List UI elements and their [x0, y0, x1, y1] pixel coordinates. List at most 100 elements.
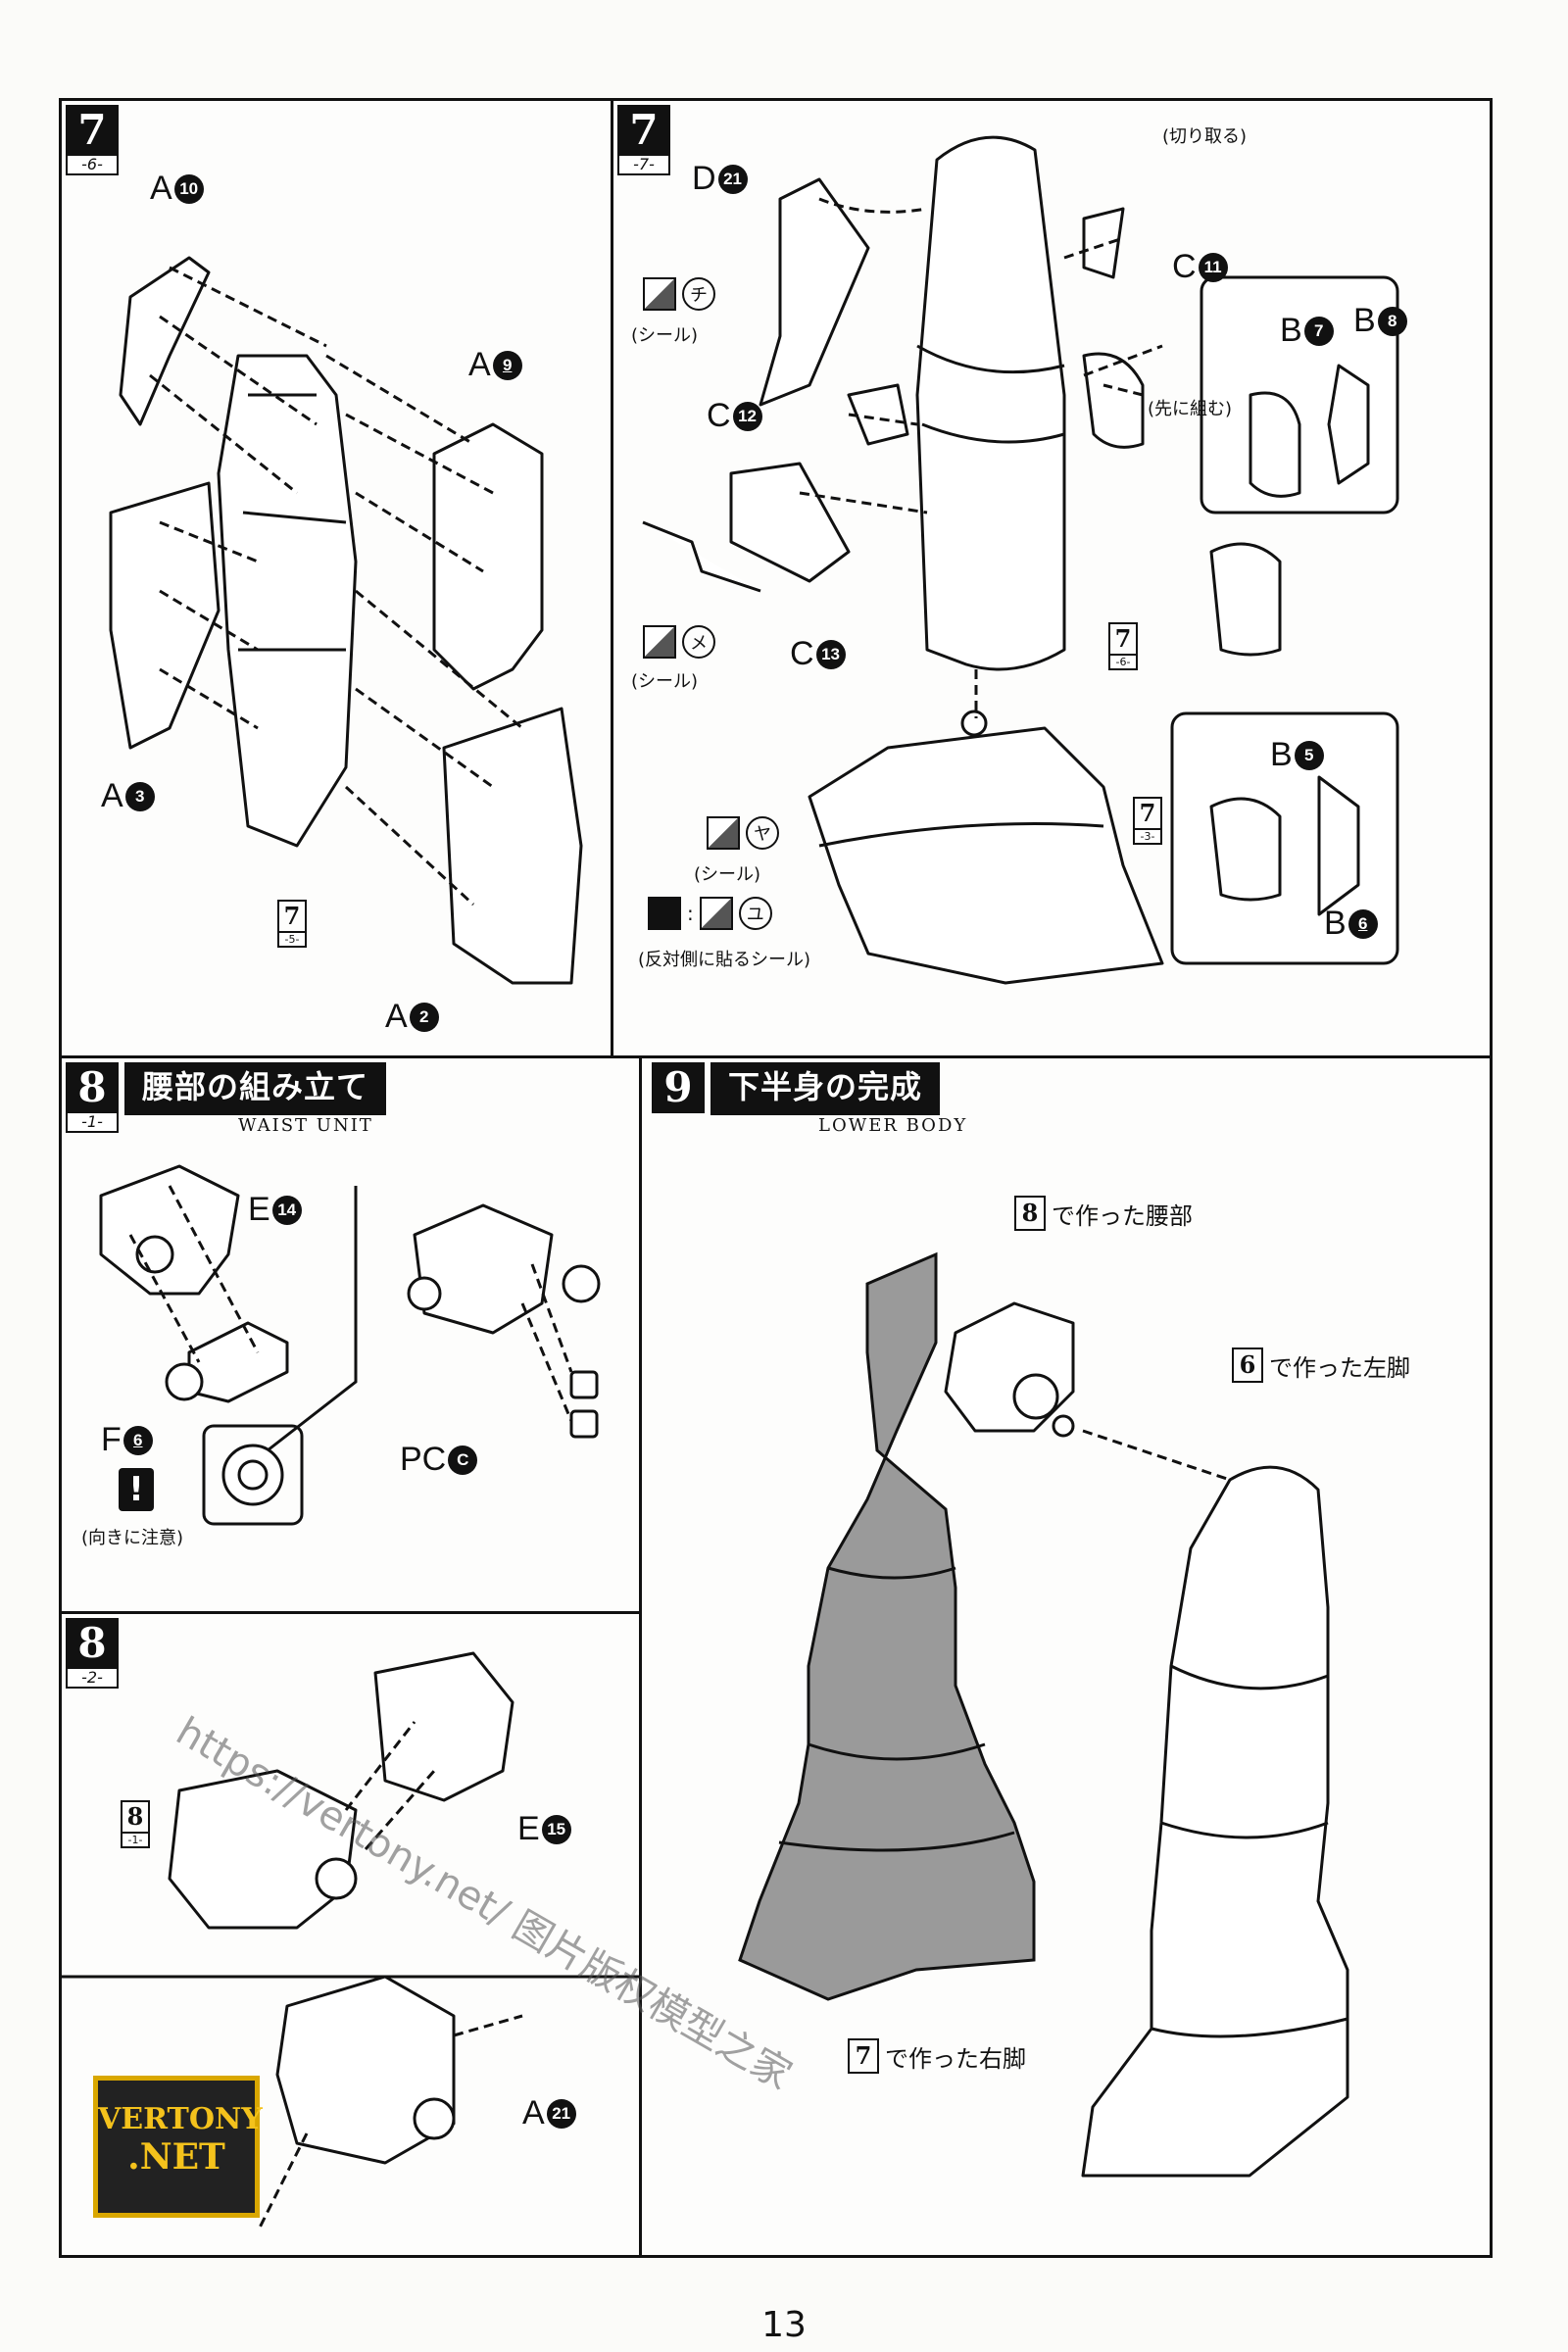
step-sub: -2-	[66, 1669, 119, 1689]
ref-sub: -6-	[1108, 656, 1138, 670]
part-letter: B	[1353, 302, 1376, 339]
part-label-b7: B 7	[1280, 312, 1334, 350]
ref-text: で作った左脚	[1269, 1353, 1410, 1382]
step-8-1-diagram	[99, 1164, 601, 1526]
part-label-e14: E 14	[248, 1191, 302, 1229]
part-number: 8	[1377, 306, 1407, 336]
sticker-icon	[707, 816, 740, 850]
part-label-d21: D 21	[692, 160, 748, 198]
step-ref-7-6: 7 -6-	[1108, 622, 1138, 670]
part-label-b8: B 8	[1353, 302, 1407, 340]
sticker-code: メ	[682, 625, 715, 659]
seal-note: (シール)	[694, 864, 761, 885]
step-num: 9	[652, 1062, 705, 1113]
double-arrow-icon	[648, 897, 681, 930]
logo-line-1: VERTONY	[98, 2102, 263, 2136]
part-label-a21: A 21	[522, 2094, 576, 2132]
step-number: 8 -1-	[66, 1062, 119, 1133]
part-number: 21	[717, 164, 748, 194]
part-letter: A	[522, 2094, 545, 2132]
step-number: 8 -2-	[66, 1618, 119, 1689]
sticker-code: ヤ	[746, 816, 779, 850]
step-title: 下半身の完成	[710, 1062, 941, 1115]
part-number: 11	[1198, 252, 1228, 282]
sticker-ya: ヤ	[707, 816, 779, 850]
step-9-diagram	[738, 1251, 1349, 2178]
ref-num: 7	[277, 900, 307, 933]
part-letter: E	[517, 1810, 540, 1847]
seal-note: (シール)	[631, 325, 699, 346]
part-label-c11: C 11	[1172, 248, 1228, 286]
part-label-pc-c: PC C	[400, 1441, 478, 1479]
ref-box: 8	[1014, 1196, 1046, 1231]
part-label-b6: B 6	[1324, 905, 1378, 943]
right-leg-ref: 7 で作った右脚	[848, 2038, 1026, 2074]
ref-text: で作った右脚	[885, 2044, 1026, 2073]
sticker-code: チ	[682, 277, 715, 311]
page-number: 13	[761, 2305, 807, 2345]
part-label-f6: F 6	[101, 1421, 153, 1459]
part-label-c13: C 13	[790, 635, 846, 673]
step-subtitle: WAIST UNIT	[238, 1115, 373, 1136]
part-number: 12	[732, 401, 762, 431]
step-number: 9	[652, 1062, 705, 1113]
seal-note: (シール)	[631, 671, 699, 692]
part-letter: C	[790, 635, 814, 672]
part-letter: A	[468, 346, 491, 383]
part-letter: C	[1172, 248, 1197, 285]
colon-separator: :	[687, 902, 694, 925]
part-letter: A	[385, 998, 408, 1035]
part-label-b5: B 5	[1270, 736, 1324, 774]
part-number: 6	[122, 1425, 153, 1455]
sticker-icon	[643, 625, 676, 659]
vertony-logo: VERTONY .NET	[93, 2076, 263, 2218]
part-number: 21	[546, 2098, 576, 2129]
step-8-1-panel: 8 -1- 腰部の組み立て WAIST UNIT E 14 F 6 PC C !…	[59, 1055, 642, 1614]
assemble-first-note: (先に組む)	[1148, 399, 1233, 419]
step-ref-8-1: 8 -1-	[121, 1800, 150, 1848]
sticker-icon	[699, 897, 733, 930]
part-label-c12: C 12	[707, 397, 762, 435]
step-num: 8	[66, 1618, 119, 1669]
step-7-7-panel: 7 -7- (切り取る) D 21 C	[611, 98, 1493, 1058]
ref-num: 7	[1108, 622, 1138, 656]
part-letter: D	[692, 160, 716, 197]
step-7-6-diagram	[109, 256, 583, 985]
waist-ref: 8 で作った腰部	[1014, 1196, 1193, 1231]
step-7-7-diagram	[642, 135, 1399, 985]
ref-box: 7	[848, 2038, 879, 2074]
part-number: 5	[1294, 740, 1324, 770]
part-number: 10	[173, 173, 204, 204]
step-num: 7	[66, 105, 119, 156]
step-9-panel: 9 下半身の完成 LOWER BODY 8 で作った腰部 6 で作った左脚 7 …	[639, 1055, 1493, 2258]
left-leg-ref: 6 で作った左脚	[1232, 1348, 1410, 1383]
part-number: 13	[815, 639, 846, 669]
sticker-code: ユ	[738, 897, 772, 930]
part-number: 7	[1303, 316, 1334, 346]
step-sub: -7-	[617, 156, 670, 175]
sticker-yu: : ユ	[648, 897, 772, 930]
part-letter: A	[101, 777, 123, 814]
logo-line-2: .NET	[127, 2136, 225, 2178]
ref-sub: -3-	[1133, 830, 1162, 845]
part-number: 9	[492, 350, 522, 380]
sticker-chi: チ	[643, 277, 715, 311]
part-label-a9: A 9	[468, 346, 522, 384]
sticker-icon	[643, 277, 676, 311]
part-label-a3: A 3	[101, 777, 155, 815]
part-letter: F	[101, 1421, 122, 1458]
part-label-a10: A 10	[150, 170, 204, 208]
part-letter: B	[1270, 736, 1293, 773]
step-sub: -1-	[66, 1113, 119, 1133]
part-number: 14	[271, 1195, 302, 1225]
step-num: 8	[66, 1062, 119, 1113]
ref-num: 8	[121, 1800, 150, 1834]
part-number: 6	[1348, 908, 1378, 939]
part-label-e15: E 15	[517, 1810, 571, 1848]
part-letter: E	[248, 1191, 270, 1228]
sticker-me: メ	[643, 625, 715, 659]
ref-sub: -1-	[121, 1834, 150, 1848]
part-letter: B	[1324, 905, 1347, 942]
ref-num: 7	[1133, 797, 1162, 830]
part-label-a2: A 2	[385, 998, 439, 1036]
